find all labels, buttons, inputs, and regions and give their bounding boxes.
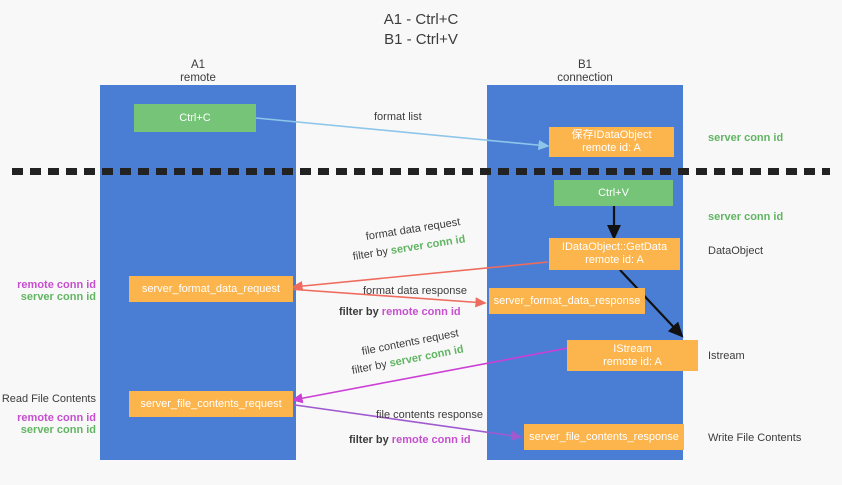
label-right-dataobject: DataObject (708, 245, 764, 257)
label-format-data-response-filter: filter by remote conn id (339, 306, 461, 319)
title-line-2: B1 - Ctrl+V (384, 31, 458, 48)
box-istream-line2: remote id: A (603, 355, 662, 368)
box-idataobject-getdata-line1: IDataObject::GetData (561, 241, 668, 253)
box-istream-line1: IStream (613, 342, 652, 355)
box-server-file-contents-request-label: server_file_contents_request (140, 397, 282, 410)
box-ctrl-c-label: Ctrl+C (179, 111, 211, 124)
column-header-a1: A1 remote (118, 59, 278, 85)
diagram-title: A1 - Ctrl+C B1 - Ctrl+V (0, 10, 842, 50)
label-right-server-conn-id-mid: server conn id (708, 211, 784, 223)
label-file-contents-response-filter-key: remote conn id (391, 434, 471, 446)
title-line-1: A1 - Ctrl+C (383, 11, 459, 28)
column-header-b1: B1 connection (505, 59, 665, 85)
column-b1-name: B1 (577, 59, 593, 71)
box-server-format-data-request[interactable]: server_format_data_request (129, 276, 293, 302)
label-format-list: format list (374, 111, 422, 123)
box-server-file-contents-request[interactable]: server_file_contents_request (129, 391, 293, 417)
label-right-server-conn-id-top: server conn id (708, 132, 784, 144)
label-right-istream: Istream (708, 350, 745, 362)
label-right-write-file-contents: Write File Contents (708, 432, 802, 444)
box-server-format-data-response-label: server_format_data_response (493, 294, 641, 307)
label-left-remote-conn-id-1: remote conn id (17, 279, 96, 291)
box-idataobject-getdata-line2: remote id: A (585, 254, 644, 266)
box-save-idataobject[interactable]: 保存IDataObject remote id: A (549, 127, 674, 157)
label-format-data-response-filter-key: remote conn id (381, 306, 461, 318)
label-left-remote-conn-id-2: remote conn id (17, 412, 96, 424)
column-a1-sub: remote (180, 72, 216, 84)
box-server-format-data-response[interactable]: server_format_data_response (489, 288, 645, 314)
box-idataobject-getdata[interactable]: IDataObject::GetData remote id: A (549, 238, 680, 270)
box-server-format-data-request-label: server_format_data_request (141, 282, 281, 295)
label-format-data-response: format data response (363, 285, 467, 297)
label-left-server-conn-id-2: server conn id (20, 424, 96, 436)
label-file-contents-response-filter: filter by remote conn id (349, 434, 471, 447)
column-a1-name: A1 (190, 59, 206, 71)
box-ctrl-v[interactable]: Ctrl+V (554, 180, 673, 206)
phase-separator-dashed-line (12, 168, 830, 175)
label-file-contents-response: file contents response (376, 409, 484, 421)
column-b1-sub: connection (557, 72, 613, 84)
label-left-read-file-contents: Read File Contents (1, 393, 96, 405)
box-server-file-contents-response-label: server_file_contents_response (529, 430, 679, 443)
label-left-server-conn-id-1: server conn id (20, 291, 96, 303)
label-format-data-response-filter-prefix: filter by (339, 306, 382, 318)
box-ctrl-v-label: Ctrl+V (598, 186, 629, 199)
label-file-contents-response-filter-prefix: filter by (349, 434, 392, 446)
box-save-idataobject-line1: 保存IDataObject (571, 129, 652, 141)
label-file-contents-request-filter-prefix: filter by (350, 357, 391, 377)
box-ctrl-c[interactable]: Ctrl+C (134, 104, 256, 132)
label-format-data-request-filter-prefix: filter by (351, 245, 392, 263)
box-server-file-contents-response[interactable]: server_file_contents_response (524, 424, 684, 450)
box-istream[interactable]: IStream remote id: A (567, 340, 698, 371)
box-save-idataobject-line2: remote id: A (582, 142, 641, 154)
